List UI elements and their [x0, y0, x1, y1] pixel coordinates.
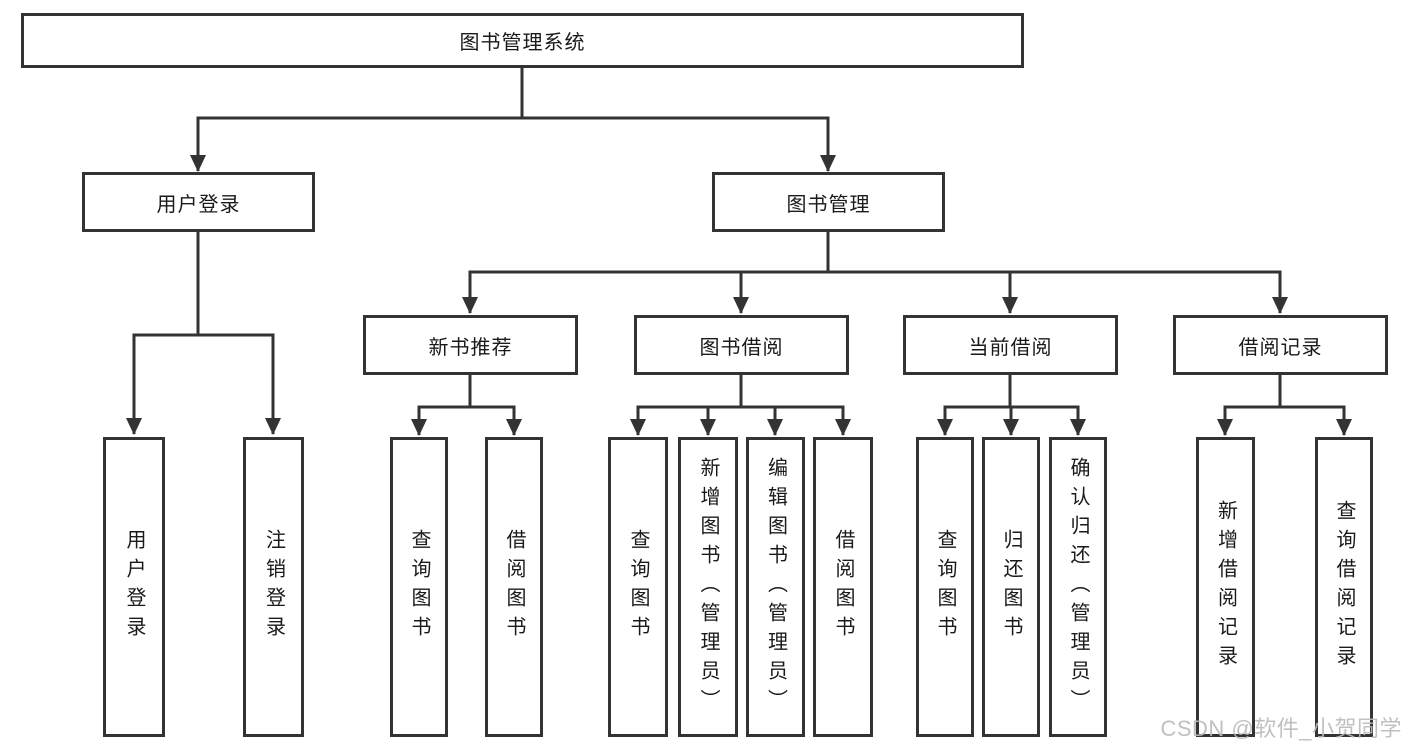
leaf-borrow-books: 借阅图书: [813, 437, 873, 737]
leaf-query-books-borrow: 查询图书: [608, 437, 668, 737]
leaf-edit-books-admin-label: 编辑图书（管理员）: [764, 456, 787, 718]
node-book-management: 图书管理: [712, 172, 945, 232]
leaf-edit-books-admin: 编辑图书（管理员）: [746, 437, 805, 737]
leaf-query-books-recommend: 查询图书: [390, 437, 448, 737]
node-book-borrow: 图书借阅: [634, 315, 849, 375]
leaf-add-borrow-record: 新增借阅记录: [1196, 437, 1255, 737]
leaf-confirm-return-admin-label: 确认归还（管理员）: [1067, 456, 1089, 718]
leaf-query-books-borrow-label: 查询图书: [627, 529, 649, 645]
leaf-add-borrow-record-label: 新增借阅记录: [1214, 500, 1237, 674]
leaf-query-borrow-record: 查询借阅记录: [1315, 437, 1373, 737]
node-user-login: 用户登录: [82, 172, 315, 232]
leaf-user-login-label: 用户登录: [123, 529, 145, 645]
node-new-book-recommend: 新书推荐: [363, 315, 578, 375]
leaf-query-books-current: 查询图书: [916, 437, 974, 737]
leaf-add-books-admin: 新增图书（管理员）: [678, 437, 738, 737]
leaf-query-borrow-record-label: 查询借阅记录: [1333, 500, 1355, 674]
leaf-logout-login-label: 注销登录: [262, 529, 285, 645]
node-borrow-records: 借阅记录: [1173, 315, 1388, 375]
leaf-borrow-books-recommend: 借阅图书: [485, 437, 543, 737]
watermark: CSDN @软件_小贺同学: [1160, 716, 1402, 741]
leaf-return-books-label: 归还图书: [1000, 529, 1022, 645]
leaf-borrow-books-recommend-label: 借阅图书: [503, 529, 525, 645]
leaf-query-books-current-label: 查询图书: [934, 529, 956, 645]
leaf-borrow-books-label: 借阅图书: [832, 529, 854, 645]
node-root: 图书管理系统: [21, 13, 1024, 68]
leaf-query-books-recommend-label: 查询图书: [408, 529, 430, 645]
node-current-borrow: 当前借阅: [903, 315, 1118, 375]
leaf-user-login: 用户登录: [103, 437, 165, 737]
leaf-logout-login: 注销登录: [243, 437, 304, 737]
leaf-add-books-admin-label: 新增图书（管理员）: [697, 456, 719, 718]
leaf-confirm-return-admin: 确认归还（管理员）: [1049, 437, 1107, 737]
leaf-return-books: 归还图书: [982, 437, 1040, 737]
